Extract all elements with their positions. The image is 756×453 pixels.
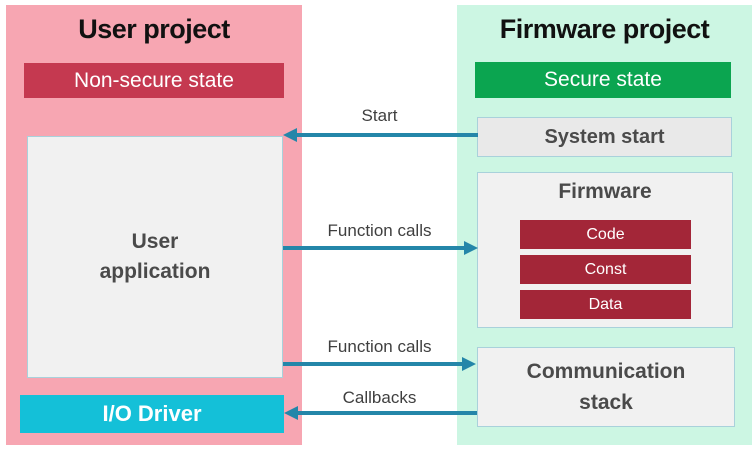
firmware-const-section: Const — [520, 255, 691, 284]
nonsecure-state-banner: Non-secure state — [24, 63, 284, 98]
user-project-panel: User project Non-secure state User appli… — [6, 5, 302, 445]
user-application-box: User application — [27, 136, 283, 378]
callbacks-arrow-line — [297, 411, 477, 415]
start-arrow-line — [294, 133, 478, 137]
start-arrow-head-icon — [283, 128, 297, 142]
io-driver-banner: I/O Driver — [20, 395, 284, 433]
firmware-box-title: Firmware — [558, 180, 652, 203]
firmware-project-panel: Firmware project Secure state System sta… — [457, 5, 752, 445]
system-start-box: System start — [477, 117, 732, 157]
firmware-data-section: Data — [520, 290, 691, 319]
function-calls-arrow-label-2: Function calls — [327, 337, 432, 356]
function-calls-arrow-label-1: Function calls — [327, 221, 432, 240]
callbacks-arrow-head-icon — [284, 406, 298, 420]
function-calls-arrow-line-2 — [283, 362, 463, 366]
user-project-title: User project — [78, 14, 230, 44]
secure-state-label: Secure state — [544, 68, 662, 91]
const-label: Const — [584, 260, 627, 278]
firmware-code-section: Code — [520, 220, 691, 249]
callbacks-arrow-label: Callbacks — [342, 388, 417, 407]
communication-stack-label: Communication stack — [526, 359, 686, 415]
function-calls-arrow-head-icon-2 — [462, 357, 476, 371]
code-label: Code — [586, 225, 625, 243]
firmware-box: Firmware Code Const Data — [477, 172, 733, 328]
communication-stack-box: Communication stack — [477, 347, 735, 427]
data-label: Data — [588, 295, 623, 313]
user-application-label: User application — [99, 229, 211, 283]
function-calls-arrow-line-1 — [283, 246, 465, 250]
start-arrow-label: Start — [361, 106, 398, 125]
secure-state-banner: Secure state — [475, 62, 731, 98]
firmware-project-title: Firmware project — [499, 14, 710, 44]
io-driver-label: I/O Driver — [102, 401, 202, 426]
system-start-label: System start — [544, 125, 665, 148]
nonsecure-state-label: Non-secure state — [74, 68, 234, 92]
function-calls-arrow-head-icon-1 — [464, 241, 478, 255]
